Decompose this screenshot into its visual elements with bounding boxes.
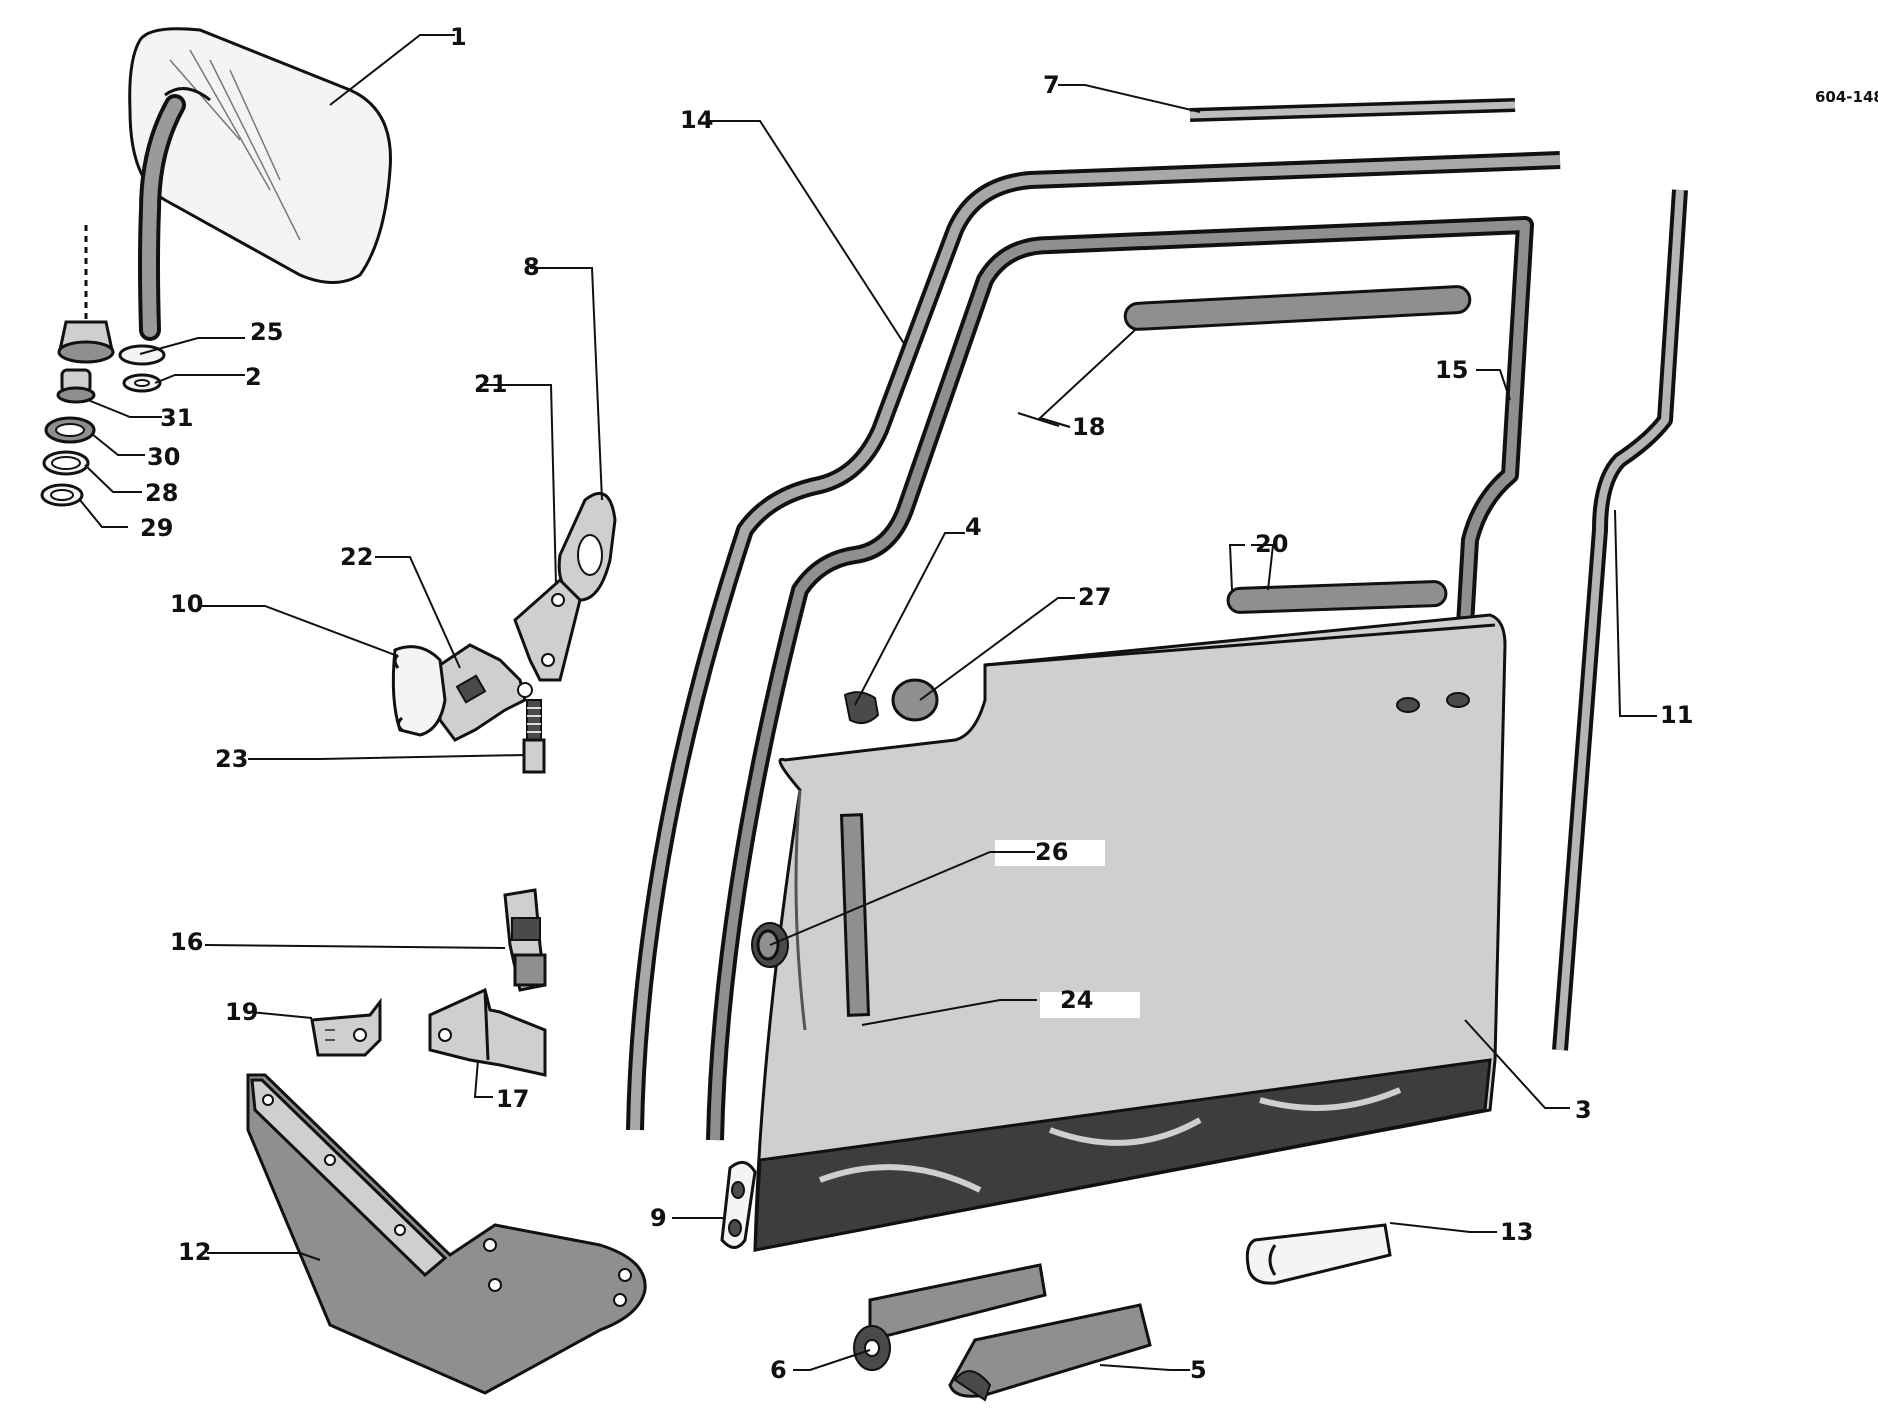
callout-30: 30 — [147, 443, 180, 471]
guide-bar-20 — [1226, 580, 1448, 614]
callout-8: 8 — [523, 253, 540, 281]
callout-28: 28 — [145, 479, 178, 507]
plug-27 — [891, 678, 939, 722]
callout-23: 23 — [215, 745, 248, 773]
bracket-17 — [428, 987, 547, 1077]
hinge-half-22 — [438, 643, 533, 742]
mirror-fittings — [40, 225, 166, 507]
striker-plate-16 — [503, 888, 547, 992]
window-frame-seal-14 — [626, 151, 1561, 1131]
hinge-pin-23 — [522, 699, 546, 774]
seal-strip-5 — [948, 1303, 1152, 1402]
check-plate-9 — [720, 1160, 757, 1249]
drawing-code: 604-148 — [1815, 88, 1878, 106]
callout-2: 2 — [245, 363, 262, 391]
callout-24: 24 — [1060, 986, 1093, 1014]
callout-19: 19 — [225, 998, 258, 1026]
door-panel-3 — [753, 613, 1507, 1252]
guide-bar-18 — [1123, 285, 1472, 331]
callout-22: 22 — [340, 543, 373, 571]
callout-18: 18 — [1072, 413, 1105, 441]
callout-9: 9 — [650, 1204, 667, 1232]
rear-view-mirror — [128, 27, 392, 341]
callout-14: 14 — [680, 106, 713, 134]
callout-4: 4 — [965, 513, 982, 541]
callout-27: 27 — [1078, 583, 1111, 611]
callout-29: 29 — [140, 514, 173, 542]
callout-11: 11 — [1660, 701, 1693, 729]
callout-13: 13 — [1500, 1218, 1533, 1246]
bracket-19 — [310, 997, 382, 1057]
callout-3: 3 — [1575, 1096, 1592, 1124]
top-trim-strip-7 — [1189, 98, 1516, 122]
callout-26: 26 — [1035, 838, 1068, 866]
callout-6: 6 — [770, 1356, 787, 1384]
seal-strip-6 — [853, 1263, 1047, 1371]
clip-13 — [1245, 1223, 1392, 1285]
door-trim-plate-12 — [246, 1073, 647, 1395]
callout-5: 5 — [1190, 1356, 1207, 1384]
window-channel-15 — [706, 216, 1534, 1141]
hinge-bracket-21 — [513, 577, 582, 682]
callout-17: 17 — [496, 1085, 529, 1113]
callout-25: 25 — [250, 318, 283, 346]
callout-21: 21 — [474, 370, 507, 398]
label-patch-24 — [1040, 992, 1140, 1018]
callout-31: 31 — [160, 404, 193, 432]
hinge-plate-8 — [557, 491, 617, 602]
callout-12: 12 — [178, 1238, 211, 1266]
callout-7: 7 — [1043, 71, 1060, 99]
hinge-half-10 — [391, 645, 447, 737]
leader-lines — [79, 34, 1657, 1371]
callout-16: 16 — [170, 928, 203, 956]
callout-1: 1 — [450, 23, 467, 51]
plug-4 — [843, 691, 880, 725]
rear-channel-11 — [1552, 189, 1688, 1051]
callout-20: 20 — [1255, 530, 1288, 558]
callout-labels: 1 2 3 4 5 6 7 8 9 10 11 12 13 14 15 16 1… — [140, 23, 1693, 1384]
callout-15: 15 — [1435, 356, 1468, 384]
callout-10: 10 — [170, 590, 203, 618]
